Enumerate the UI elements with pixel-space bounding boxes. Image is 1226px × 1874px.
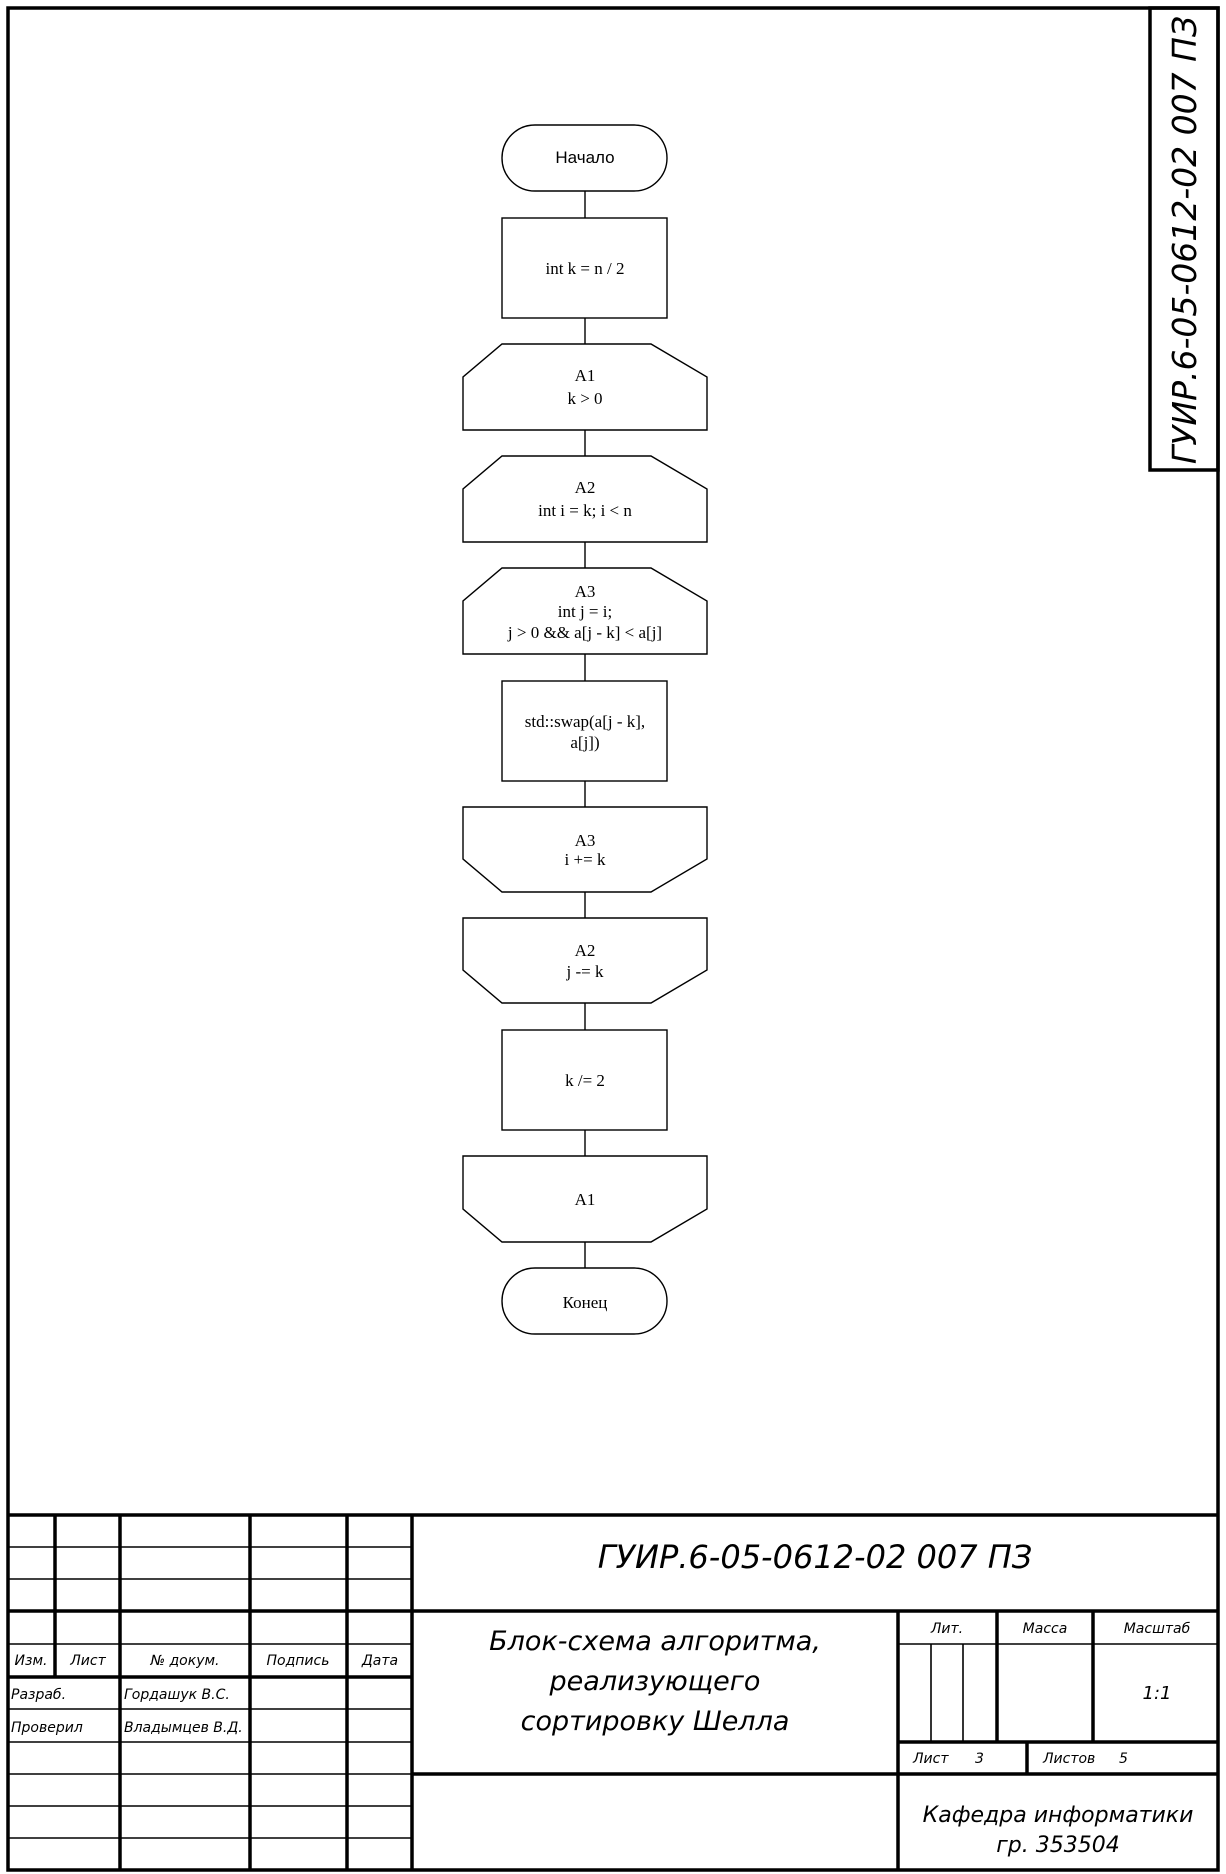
sheet-value: 3 [975, 1751, 984, 1767]
loop-a2-close-line-2: j -= k [566, 962, 604, 981]
title-line-1: Блок-схема алгоритма, [489, 1626, 821, 1657]
loop-a3-open-line-2: int j = i; [558, 602, 612, 621]
halve-process-block: k /= 2 [501, 1029, 668, 1131]
loop-a2-close: A2 j -= k [462, 917, 708, 1004]
loop-a1-open: A1 k > 0 [462, 343, 708, 431]
loop-a2-open-line-1: A2 [575, 478, 596, 497]
department-line-2: гр. 353504 [996, 1833, 1120, 1858]
loop-a3-open: A3 int j = i; j > 0 && a[j - k] < a[j] [462, 567, 708, 655]
row-checker-name: Владымцев В.Д. [124, 1720, 243, 1736]
end-label: Конец [563, 1293, 608, 1312]
start-label: Начало [555, 148, 614, 167]
init-label: int k = n / 2 [545, 259, 624, 278]
loop-a3-close: A3 i += k [462, 806, 708, 893]
loop-a3-close-line-1: A3 [575, 831, 596, 850]
title-block: ГУИР.6-05-0612-02 007 ПЗ Блок-схема алго… [8, 1513, 1218, 1870]
title-line-3: сортировку Шелла [521, 1706, 790, 1737]
vertical-code-box: ГУИР.6-05-0612-02 007 ПЗ [1148, 6, 1220, 472]
loop-a3-close-line-2: i += k [565, 850, 606, 869]
scale-value: 1:1 [1143, 1683, 1172, 1704]
mass-label: Масса [1023, 1621, 1068, 1637]
header-list: Лист [69, 1653, 106, 1669]
header-doc-no: № докум. [149, 1653, 219, 1669]
loop-a2-open: A2 int i = k; i < n [462, 455, 708, 543]
row-checker-role: Проверил [11, 1720, 83, 1736]
row-developer-name: Гордашук В.С. [124, 1687, 230, 1703]
lit-label: Лит. [930, 1621, 963, 1637]
sheets-value: 5 [1119, 1751, 1128, 1767]
header-date: Дата [361, 1653, 398, 1669]
row-developer-role: Разраб. [11, 1687, 66, 1703]
halve-label: k /= 2 [565, 1071, 605, 1090]
loop-a2-open-line-2: int i = k; i < n [538, 501, 632, 520]
header-izm: Изм. [15, 1653, 48, 1669]
swap-line-1: std::swap(a[j - k], [525, 712, 645, 731]
vertical-document-code: ГУИР.6-05-0612-02 007 ПЗ [1165, 16, 1204, 464]
header-signature: Подпись [267, 1653, 330, 1669]
sheet-label: Лист [912, 1751, 949, 1767]
loop-a1-close-line-1: A1 [575, 1190, 596, 1209]
start-terminator: Начало [501, 124, 668, 192]
document-code: ГУИР.6-05-0612-02 007 ПЗ [598, 1538, 1033, 1576]
loop-a2-close-line-1: A2 [575, 941, 596, 960]
loop-a1-open-line-2: k > 0 [567, 389, 602, 408]
swap-line-2: a[j]) [570, 733, 599, 752]
flowchart: Начало int k = n / 2 A1 k > 0 A2 int i =… [462, 124, 708, 1335]
outer-frame [6, 6, 1220, 1872]
scale-label: Масштаб [1124, 1621, 1191, 1637]
loop-a1-close: A1 [462, 1155, 708, 1243]
department-line-1: Кафедра информатики [923, 1803, 1194, 1828]
loop-a1-open-line-1: A1 [575, 366, 596, 385]
title-line-2: реализующего [549, 1666, 761, 1697]
sheets-label: Листов [1042, 1751, 1095, 1767]
loop-a3-open-line-1: A3 [575, 582, 596, 601]
end-terminator: Конец [501, 1267, 668, 1335]
loop-a3-open-line-3: j > 0 && a[j - k] < a[j] [507, 623, 662, 642]
swap-process-block: std::swap(a[j - k], a[j]) [501, 680, 668, 782]
init-process-block: int k = n / 2 [501, 217, 668, 319]
